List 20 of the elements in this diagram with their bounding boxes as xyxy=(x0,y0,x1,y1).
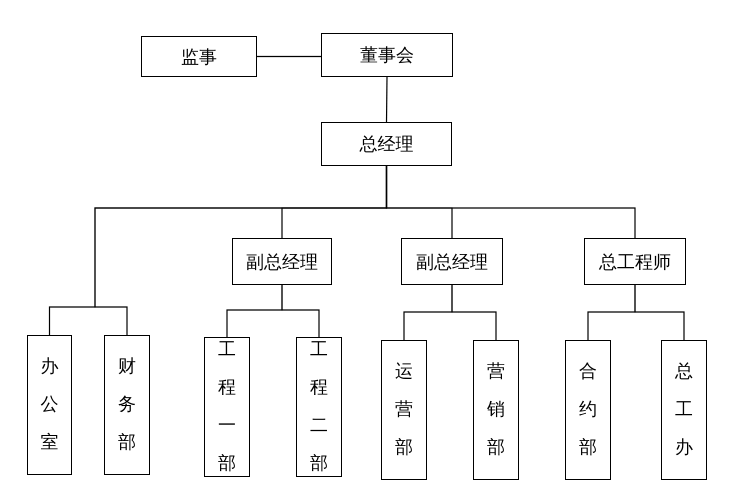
org-box: 合约部 xyxy=(565,340,611,480)
connector-line xyxy=(386,77,388,122)
org-box: 副总经理 xyxy=(401,238,503,285)
connector-line xyxy=(281,285,320,337)
org-box: 监事 xyxy=(141,36,257,77)
org-box: 总工程师 xyxy=(584,238,686,285)
org-box: 财务部 xyxy=(104,335,150,475)
connector-line xyxy=(634,285,685,340)
connector-line xyxy=(451,285,497,340)
connector-line xyxy=(257,56,321,58)
org-box: 总工办 xyxy=(661,340,707,480)
connector-line xyxy=(386,166,636,238)
org-box: 营销部 xyxy=(473,340,519,480)
org-box: 副总经理 xyxy=(232,238,332,285)
org-box: 办公室 xyxy=(27,335,72,475)
org-box: 工程二部 xyxy=(296,337,342,477)
org-box: 董事会 xyxy=(321,33,453,77)
org-box: 运营部 xyxy=(381,340,427,480)
org-box: 总经理 xyxy=(321,122,452,166)
org-box: 工程一部 xyxy=(204,337,250,477)
